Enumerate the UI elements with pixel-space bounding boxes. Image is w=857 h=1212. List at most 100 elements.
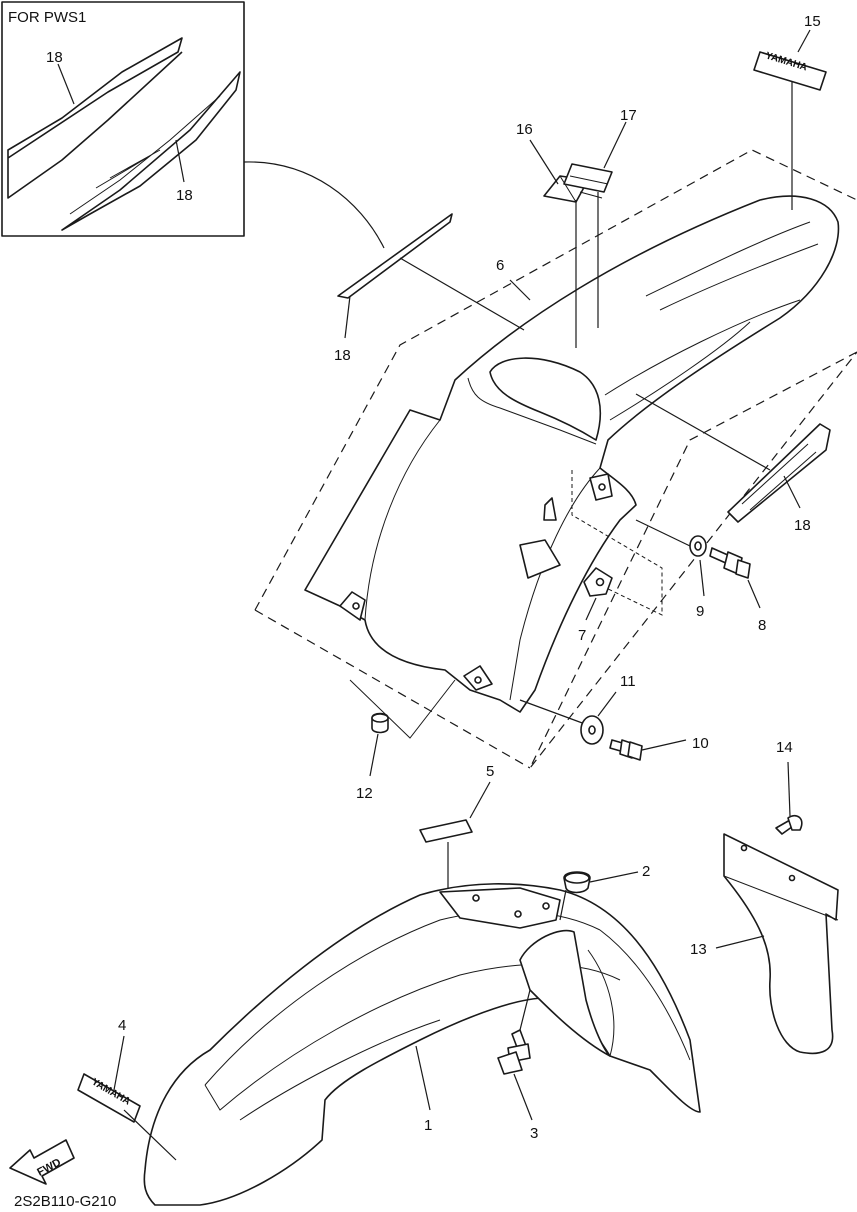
callout-4: 4 bbox=[118, 1017, 126, 1034]
callout-12: 12 bbox=[356, 785, 373, 802]
callout-9: 9 bbox=[696, 603, 704, 620]
leader-18-left bbox=[344, 295, 351, 339]
front-fender-mount-hole-2 bbox=[514, 910, 522, 918]
callout-17: 17 bbox=[620, 107, 637, 124]
front-fender-crease-3 bbox=[239, 1019, 441, 1121]
part-7-nut bbox=[583, 567, 613, 597]
leader-6 bbox=[509, 279, 531, 301]
decal-18-right-placement-line bbox=[635, 393, 771, 471]
part-8-bolt bbox=[709, 547, 751, 579]
part-5 bbox=[419, 819, 473, 843]
front-fender-mount-plate bbox=[439, 887, 561, 929]
rear-fender-top-recess bbox=[489, 357, 602, 441]
callout-2: 2 bbox=[642, 863, 650, 880]
leader-16 bbox=[529, 139, 559, 185]
front-fender-edge-right bbox=[599, 929, 691, 1061]
callout-16: 16 bbox=[516, 121, 533, 138]
inset-graphic-lower bbox=[61, 71, 241, 231]
rear-fender-rim bbox=[467, 377, 597, 445]
callout-5: 5 bbox=[486, 763, 494, 780]
front-fender-mount-hole-3 bbox=[542, 902, 550, 910]
callout-14: 14 bbox=[776, 739, 793, 756]
inset-title: FOR PWS1 bbox=[8, 9, 86, 26]
part-10-placement-line bbox=[519, 699, 586, 725]
decal-4: YAMAHA bbox=[77, 1073, 141, 1123]
leader-9 bbox=[699, 559, 705, 597]
part-8-placement-line bbox=[635, 519, 691, 547]
decal-18-right bbox=[727, 423, 831, 523]
part-11-hole bbox=[588, 725, 596, 735]
callout-1: 1 bbox=[424, 1117, 432, 1134]
front-fender-outline bbox=[143, 883, 701, 1206]
callout-8: 8 bbox=[758, 617, 766, 634]
front-fender-mount-hole-1 bbox=[472, 894, 480, 902]
part-12-collar bbox=[371, 712, 389, 734]
callout-18-left: 18 bbox=[334, 347, 351, 364]
rear-fender-crease-2 bbox=[659, 243, 819, 311]
part-12-top bbox=[371, 713, 389, 723]
fwd-arrow: FWD bbox=[9, 1139, 75, 1185]
leader-3 bbox=[513, 1073, 533, 1121]
part-17-detail bbox=[569, 175, 609, 185]
part-10-bolt bbox=[609, 739, 643, 761]
leader-4 bbox=[113, 1035, 125, 1091]
part-11-washer bbox=[580, 715, 604, 745]
rear-fender-outline bbox=[304, 195, 840, 713]
inset-graphic-lower-detail bbox=[69, 95, 221, 215]
leader-12 bbox=[369, 733, 379, 777]
rear-fender-mount-upper-hole bbox=[598, 483, 606, 491]
part-3-placement-line bbox=[519, 989, 531, 1031]
leader-17 bbox=[603, 121, 627, 169]
callout-13: 13 bbox=[690, 941, 707, 958]
front-fender-edge-inner bbox=[587, 949, 615, 1057]
emblem-15-plate bbox=[753, 51, 827, 91]
callout-11: 11 bbox=[620, 673, 636, 690]
part-7-hole bbox=[595, 577, 605, 587]
part-13-body bbox=[723, 833, 839, 1055]
leader-2 bbox=[589, 871, 639, 883]
leader-8 bbox=[747, 579, 761, 609]
callout-18-inset-top: 18 bbox=[46, 49, 63, 66]
leader-10 bbox=[641, 739, 687, 751]
leader-1 bbox=[415, 1045, 431, 1111]
rear-fender bbox=[304, 195, 840, 713]
part-10-head bbox=[627, 741, 643, 761]
part-8-head bbox=[735, 559, 751, 579]
leader-5 bbox=[469, 781, 491, 819]
rear-fender-side-edge bbox=[609, 321, 751, 421]
rear-fender-inner-left bbox=[364, 419, 441, 621]
part-13-hole-2 bbox=[788, 874, 796, 882]
leader-15 bbox=[797, 29, 811, 53]
part-13-hole-1 bbox=[740, 844, 748, 852]
leader-7 bbox=[585, 597, 597, 621]
drawing-code: 2S2B110-G210 bbox=[14, 1193, 116, 1210]
decal-18-left bbox=[337, 213, 453, 299]
callout-15: 15 bbox=[804, 13, 821, 30]
part-2-collar bbox=[563, 871, 591, 894]
rear-fender-mount-left-hole bbox=[352, 602, 360, 610]
callout-18-inset-bottom: 18 bbox=[176, 187, 193, 204]
part-13-bracket bbox=[723, 834, 839, 921]
part-14-head bbox=[787, 814, 803, 831]
leader-11 bbox=[597, 691, 617, 717]
leader-18-inset-top bbox=[57, 63, 75, 105]
emblem-15: YAMAHA bbox=[753, 50, 827, 91]
mount-guide-upper bbox=[571, 470, 663, 616]
decal-18-right-pattern bbox=[741, 443, 817, 511]
rear-fender-slot bbox=[543, 497, 557, 521]
front-fender-bracket-flap bbox=[519, 929, 611, 1057]
part-14-screw bbox=[775, 814, 803, 835]
callout-7: 7 bbox=[578, 627, 586, 644]
decal-4-placement-line bbox=[123, 1109, 177, 1161]
part-3-head bbox=[497, 1051, 523, 1075]
part-3-bolt bbox=[497, 1029, 531, 1075]
leader-18-inset-bottom bbox=[175, 139, 185, 183]
decal-18-left-placement-line bbox=[399, 257, 525, 331]
part-2-placement-line bbox=[559, 889, 567, 921]
rear-fender-crease-3 bbox=[604, 299, 801, 396]
callout-18-right: 18 bbox=[794, 517, 811, 534]
rear-fender-crease-1 bbox=[645, 221, 811, 297]
part-9-washer bbox=[689, 535, 707, 557]
leader-18-right bbox=[783, 475, 801, 509]
rear-fender-tab-1 bbox=[519, 539, 561, 579]
